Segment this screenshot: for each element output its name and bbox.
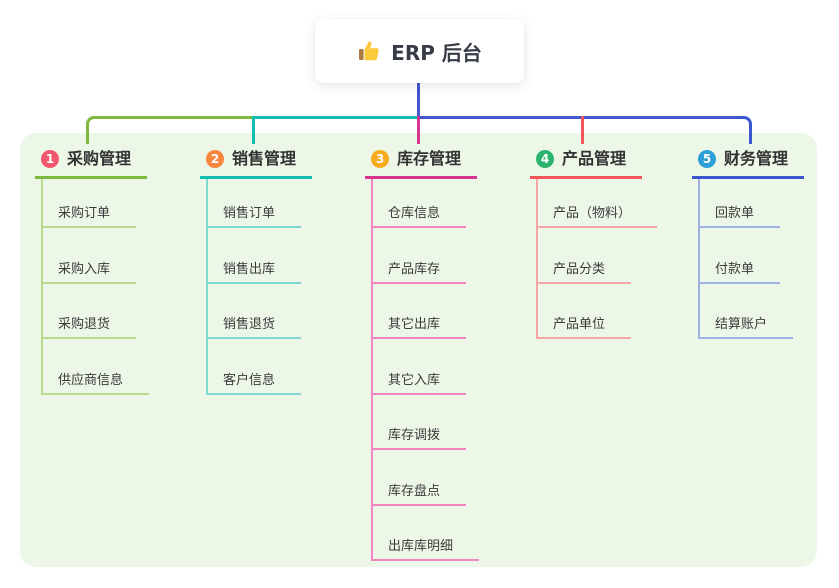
child-node[interactable]: 库存调拨 <box>373 424 467 450</box>
child-node[interactable]: 采购入库 <box>43 258 137 284</box>
child-node[interactable]: 其它出库 <box>373 313 467 339</box>
branch-label: 产品管理 <box>562 149 627 168</box>
child-node[interactable]: 销售出库 <box>208 258 302 284</box>
child-node[interactable]: 供应商信息 <box>43 369 150 395</box>
child-node[interactable]: 客户信息 <box>208 369 302 395</box>
connector-segment-teal <box>252 116 417 119</box>
branch-header-finance[interactable]: 5 财务管理 <box>692 148 805 179</box>
child-node[interactable]: 付款单 <box>700 258 781 284</box>
branch-header-inventory[interactable]: 3 库存管理 <box>365 148 478 179</box>
root-node[interactable]: ERP 后台 <box>315 19 524 83</box>
badge-2: 2 <box>206 150 224 168</box>
root-node-label: ERP 后台 <box>391 40 482 65</box>
branch2-drop-line <box>252 116 255 144</box>
connector-corner-right <box>736 116 752 129</box>
branch-finance: 5 财务管理 回款单 付款单 结算账户 <box>692 148 805 339</box>
child-node[interactable]: 结算账户 <box>700 313 794 339</box>
branch-children: 回款单 付款单 结算账户 <box>698 179 794 339</box>
connector-segment-blue <box>417 116 737 119</box>
child-node[interactable]: 回款单 <box>700 202 781 228</box>
branch5-drop-line <box>749 127 752 144</box>
branch-product: 4 产品管理 产品（物料） 产品分类 产品单位 <box>530 148 658 339</box>
branch-label: 采购管理 <box>67 149 132 168</box>
branch-header-product[interactable]: 4 产品管理 <box>530 148 643 179</box>
branches-panel <box>20 133 817 567</box>
branch-label: 财务管理 <box>724 149 789 168</box>
branch-label: 销售管理 <box>232 149 297 168</box>
child-node[interactable]: 产品单位 <box>538 313 632 339</box>
child-node[interactable]: 采购订单 <box>43 202 137 228</box>
badge-5: 5 <box>698 150 716 168</box>
child-node[interactable]: 库存盘点 <box>373 480 467 506</box>
branch1-drop-line <box>86 127 89 144</box>
branch-children: 仓库信息 产品库存 其它出库 其它入库 库存调拨 库存盘点 出库库明细 <box>371 179 480 561</box>
child-node[interactable]: 其它入库 <box>373 369 467 395</box>
badge-3: 3 <box>371 150 389 168</box>
branch-header-purchase[interactable]: 1 采购管理 <box>35 148 148 179</box>
branch-purchase: 1 采购管理 采购订单 采购入库 采购退货 供应商信息 <box>35 148 150 395</box>
branch3-drop-line <box>417 116 420 144</box>
badge-1: 1 <box>41 150 59 168</box>
child-node[interactable]: 销售退货 <box>208 313 302 339</box>
connector-segment-green <box>99 116 252 119</box>
child-node[interactable]: 出库库明细 <box>373 535 480 561</box>
child-node[interactable]: 销售订单 <box>208 202 302 228</box>
child-node[interactable]: 产品分类 <box>538 258 632 284</box>
connector-corner-left <box>86 116 100 129</box>
branch4-drop-line <box>581 116 584 144</box>
branch-children: 销售订单 销售出库 销售退货 客户信息 <box>206 179 302 395</box>
branch-sales: 2 销售管理 销售订单 销售出库 销售退货 客户信息 <box>200 148 313 395</box>
branch-header-sales[interactable]: 2 销售管理 <box>200 148 313 179</box>
child-node[interactable]: 采购退货 <box>43 313 137 339</box>
branch-children: 产品（物料） 产品分类 产品单位 <box>536 179 658 339</box>
branch-label: 库存管理 <box>397 149 462 168</box>
child-node[interactable]: 仓库信息 <box>373 202 467 228</box>
child-node[interactable]: 产品（物料） <box>538 202 658 228</box>
branch-children: 采购订单 采购入库 采购退货 供应商信息 <box>41 179 150 395</box>
child-node[interactable]: 产品库存 <box>373 258 467 284</box>
root-stem-line <box>417 83 420 116</box>
branch-inventory: 3 库存管理 仓库信息 产品库存 其它出库 其它入库 库存调拨 库存盘点 出库库… <box>365 148 480 561</box>
thumbs-up-icon <box>357 39 381 63</box>
badge-4: 4 <box>536 150 554 168</box>
